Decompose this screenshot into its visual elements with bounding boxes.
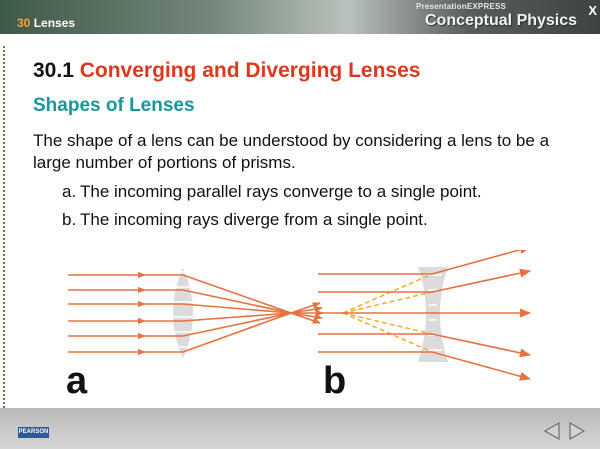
section-heading: 30.1 Converging and Diverging Lenses xyxy=(33,59,420,83)
chapter-label: 30 Lenses xyxy=(17,16,75,30)
section-title: Converging and Diverging Lenses xyxy=(79,59,421,82)
list-item: b.The incoming rays diverge from a singl… xyxy=(62,209,582,237)
diverging-rays xyxy=(318,250,532,381)
list-letter: b. xyxy=(62,210,77,229)
subheading: Shapes of Lenses xyxy=(33,95,195,116)
list-item: a.The incoming parallel rays converge to… xyxy=(62,181,582,209)
label-b: b xyxy=(323,360,346,402)
right-triangle-icon xyxy=(569,421,586,441)
left-dotted-border xyxy=(3,46,6,408)
close-button[interactable]: X xyxy=(588,3,597,18)
converging-rays xyxy=(68,271,324,356)
converging-lens xyxy=(170,268,196,358)
chapter-number: 30 xyxy=(17,16,31,30)
footer-bar: PEARSON xyxy=(0,408,600,449)
next-slide-button[interactable] xyxy=(568,421,586,441)
left-triangle-icon xyxy=(543,421,560,441)
brand-prefix: Presentation xyxy=(416,2,467,11)
lens-list: a.The incoming parallel rays converge to… xyxy=(62,181,582,237)
virtual-rays xyxy=(342,273,433,353)
body-paragraph: The shape of a lens can be understood by… xyxy=(33,131,550,172)
presentation-express-label: PresentationEXPRESS xyxy=(416,2,506,11)
label-a: a xyxy=(66,360,88,402)
lens-diagram: a b xyxy=(66,250,532,402)
chapter-title: Lenses xyxy=(33,16,76,30)
list-letter: a. xyxy=(62,182,77,201)
diverging-lens xyxy=(418,267,448,362)
list-text: The incoming rays diverge from a single … xyxy=(80,210,428,229)
list-text: The incoming parallel rays converge to a… xyxy=(80,182,482,201)
previous-slide-button[interactable] xyxy=(543,421,561,441)
brand-title: Conceptual Physics xyxy=(425,12,578,29)
title-bar: 30 Lenses PresentationEXPRESS Conceptual… xyxy=(0,0,600,34)
pearson-logo: PEARSON xyxy=(18,427,49,438)
section-number: 30.1 xyxy=(33,59,74,82)
brand-express: EXPRESS xyxy=(466,2,507,11)
